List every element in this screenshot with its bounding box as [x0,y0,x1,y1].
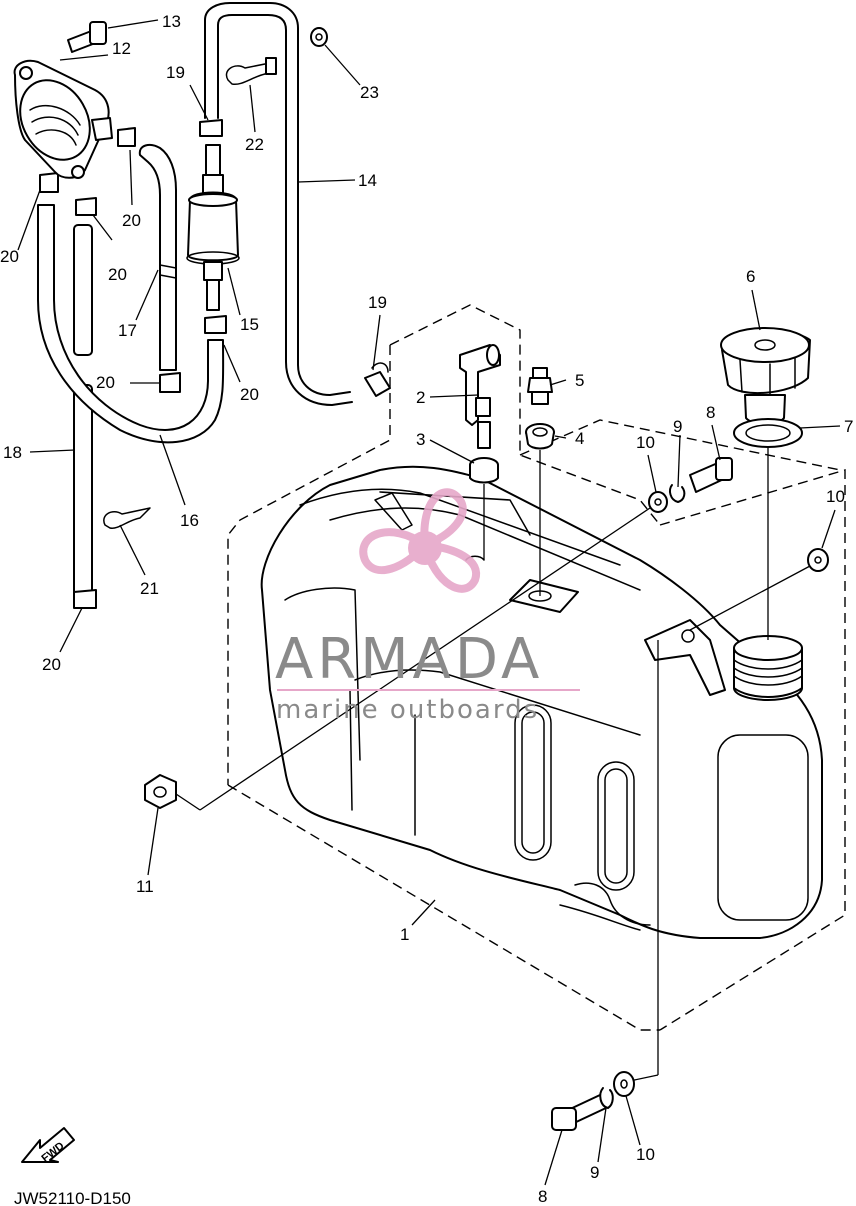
callout-8-upper: 8 [706,403,715,422]
callout-22: 22 [245,135,264,154]
callout-11: 11 [136,877,154,896]
fuel-hoses [13,2,391,609]
callout-20-f: 20 [42,655,61,674]
callout-5: 5 [575,371,584,390]
fuel-fittings [144,327,829,1131]
callout-17: 17 [118,321,137,340]
callout-15: 15 [240,315,259,334]
callout-10-lower: 10 [636,1145,655,1164]
callout-12: 12 [112,39,131,58]
watermark-tagline: marine outboards [276,695,539,725]
callout-20-a: 20 [122,211,141,230]
armada-watermark: ARMADA marine outboards [275,488,580,725]
diagram-code: JW52110-D150 [14,1189,131,1206]
callout-8-lower: 8 [538,1187,547,1206]
callout-6: 6 [746,267,755,286]
callout-7: 7 [844,417,853,436]
watermark-brand: ARMADA [275,627,543,692]
fuel-tank [260,465,823,939]
callout-leaders [17,19,841,1186]
callout-20-e: 20 [240,385,259,404]
callout-13: 13 [162,12,181,31]
assembly-outline [227,304,846,1031]
callout-20-b: 20 [0,247,19,266]
hose-clamp [39,172,59,193]
callout-10-right: 10 [826,487,845,506]
callout-16: 16 [180,511,199,530]
callout-23: 23 [360,83,379,102]
callout-2: 2 [416,388,425,407]
callout-9-upper: 9 [673,417,682,436]
callout-labels: 1 2 3 4 5 6 7 8 8 9 9 10 10 10 11 12 13 … [0,12,853,1206]
callout-3: 3 [416,430,425,449]
callout-18: 18 [3,443,22,462]
callout-19-lower: 19 [368,293,387,312]
callout-10-upper: 10 [636,433,655,452]
fwd-arrow-icon: FWD [21,1127,75,1165]
callout-21: 21 [140,579,159,598]
callout-9-lower: 9 [590,1163,599,1182]
propeller-logo-icon [359,488,481,593]
callout-19-upper: 19 [166,63,185,82]
callout-1: 1 [400,925,409,944]
callout-14: 14 [358,171,377,190]
callout-20-c: 20 [108,265,127,284]
callout-4: 4 [575,429,584,448]
callout-20-d: 20 [96,373,115,392]
